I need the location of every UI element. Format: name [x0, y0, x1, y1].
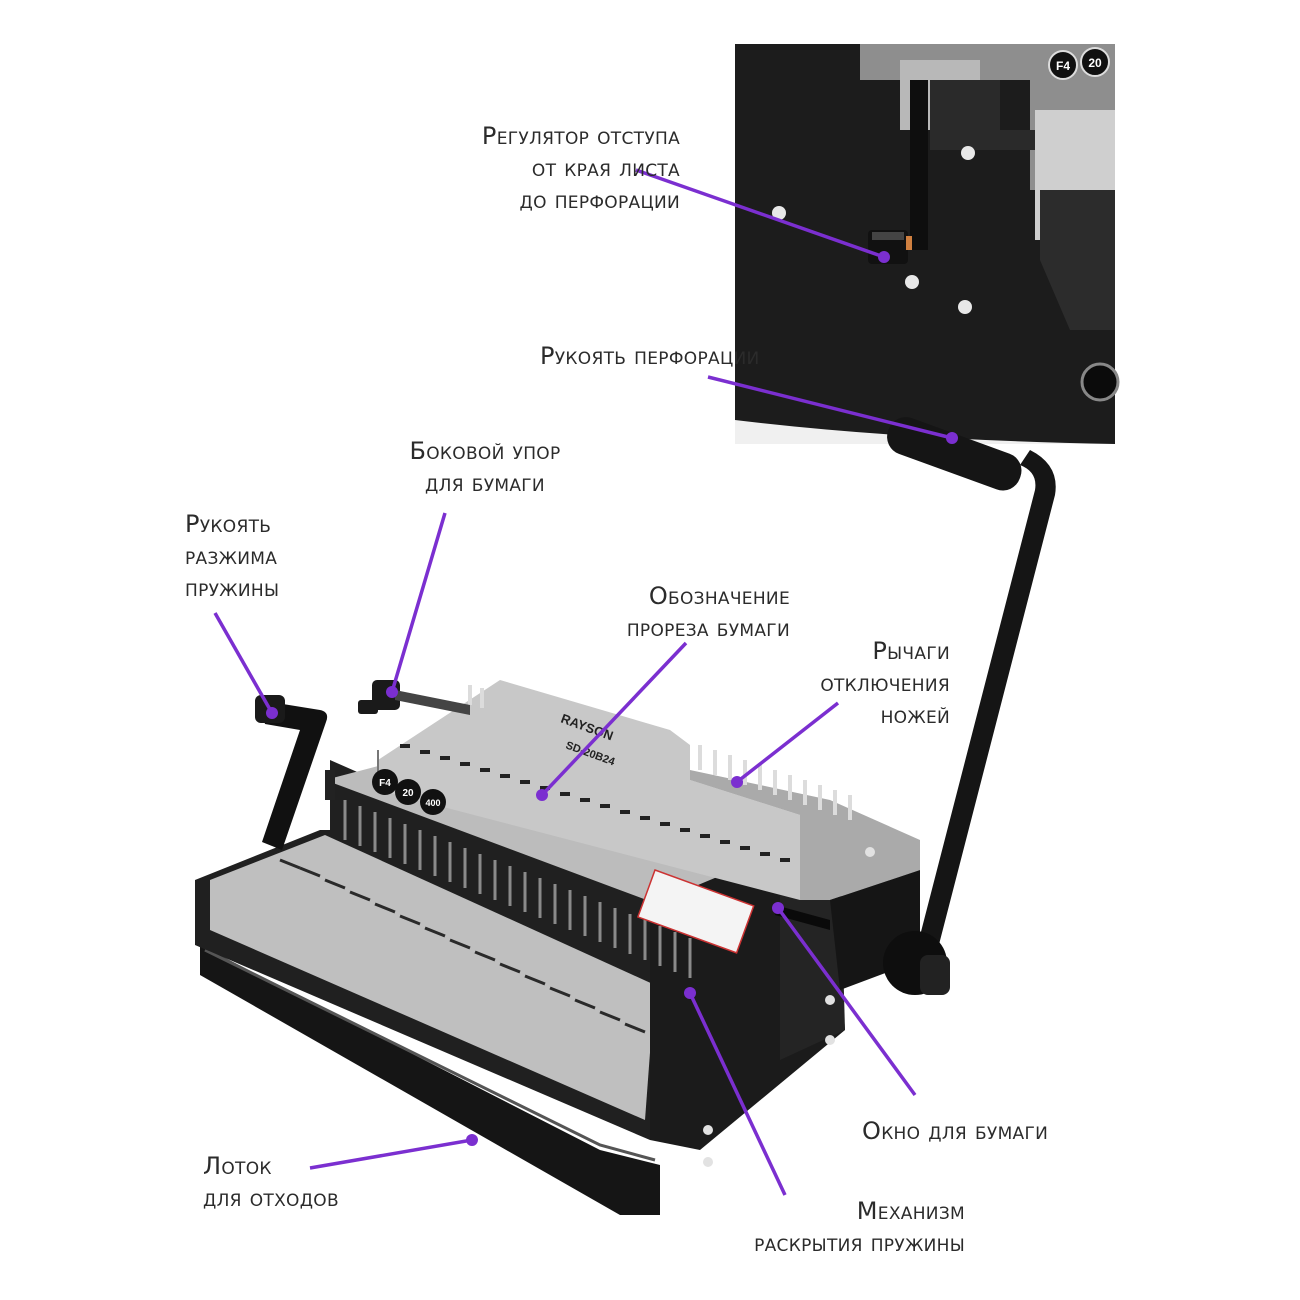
paper-window-slot [775, 905, 830, 930]
callout-paper-window [776, 906, 917, 1097]
inset-closeup: F4 20 [735, 44, 1120, 444]
label-slot-marking: Обозначение прореза бумаги [626, 582, 790, 642]
label-offset-regulator: Регулятор отступа от края листа до перфо… [481, 122, 680, 214]
inset-badge-size: F4 [1056, 59, 1070, 73]
label-knife-levers: Рычаги отключения ножей [820, 637, 950, 729]
front-panel [210, 835, 655, 1120]
callout-punch-handle [707, 375, 953, 440]
rear-teeth [468, 685, 852, 820]
inset-badge-sheets: 20 [1088, 56, 1102, 70]
callout-slot-marking [540, 641, 688, 797]
callout-side-stop [390, 512, 447, 693]
badge-capacity: 400 [425, 798, 440, 808]
spring-release-handle [255, 695, 328, 850]
back-plate [378, 680, 800, 900]
perforation-slots [279, 858, 646, 1034]
callout-lines [213, 168, 958, 1196]
callout-offset-regulator [635, 168, 885, 259]
waste-tray [200, 945, 660, 1215]
comb-teeth [343, 800, 692, 978]
binding-machine: RAYSON SD-20B24 F4 20 400 [195, 417, 1056, 1215]
slot-marking-dashes [400, 744, 790, 862]
callout-spring-release-handle [213, 612, 274, 714]
callout-knife-levers [735, 701, 840, 784]
inset-screws [772, 146, 975, 314]
punch-handle [883, 417, 1056, 995]
label-spring-release-handle: Рукоять разжима пружины [185, 510, 280, 602]
side-stop-knob [358, 680, 470, 715]
badge-sheets: 20 [402, 788, 414, 799]
caution-sticker [636, 869, 755, 954]
label-spring-mechanism: Механизм раскрытия пружины [754, 1197, 965, 1257]
callout-spring-mechanism [688, 992, 787, 1196]
offset-regulator-knob [868, 230, 912, 264]
capacity-badges: F4 20 400 [372, 769, 446, 815]
label-waste-tray: Лоток для отходов [203, 1152, 339, 1212]
badge-size: F4 [379, 778, 391, 789]
side-screws [703, 847, 875, 1167]
label-punch-handle: Рукоять перфорации [540, 342, 760, 370]
label-paper-window: Окно для бумаги [862, 1117, 1049, 1145]
callout-waste-tray [309, 1138, 473, 1170]
label-side-stop: Боковой упор для бумаги [409, 437, 561, 497]
